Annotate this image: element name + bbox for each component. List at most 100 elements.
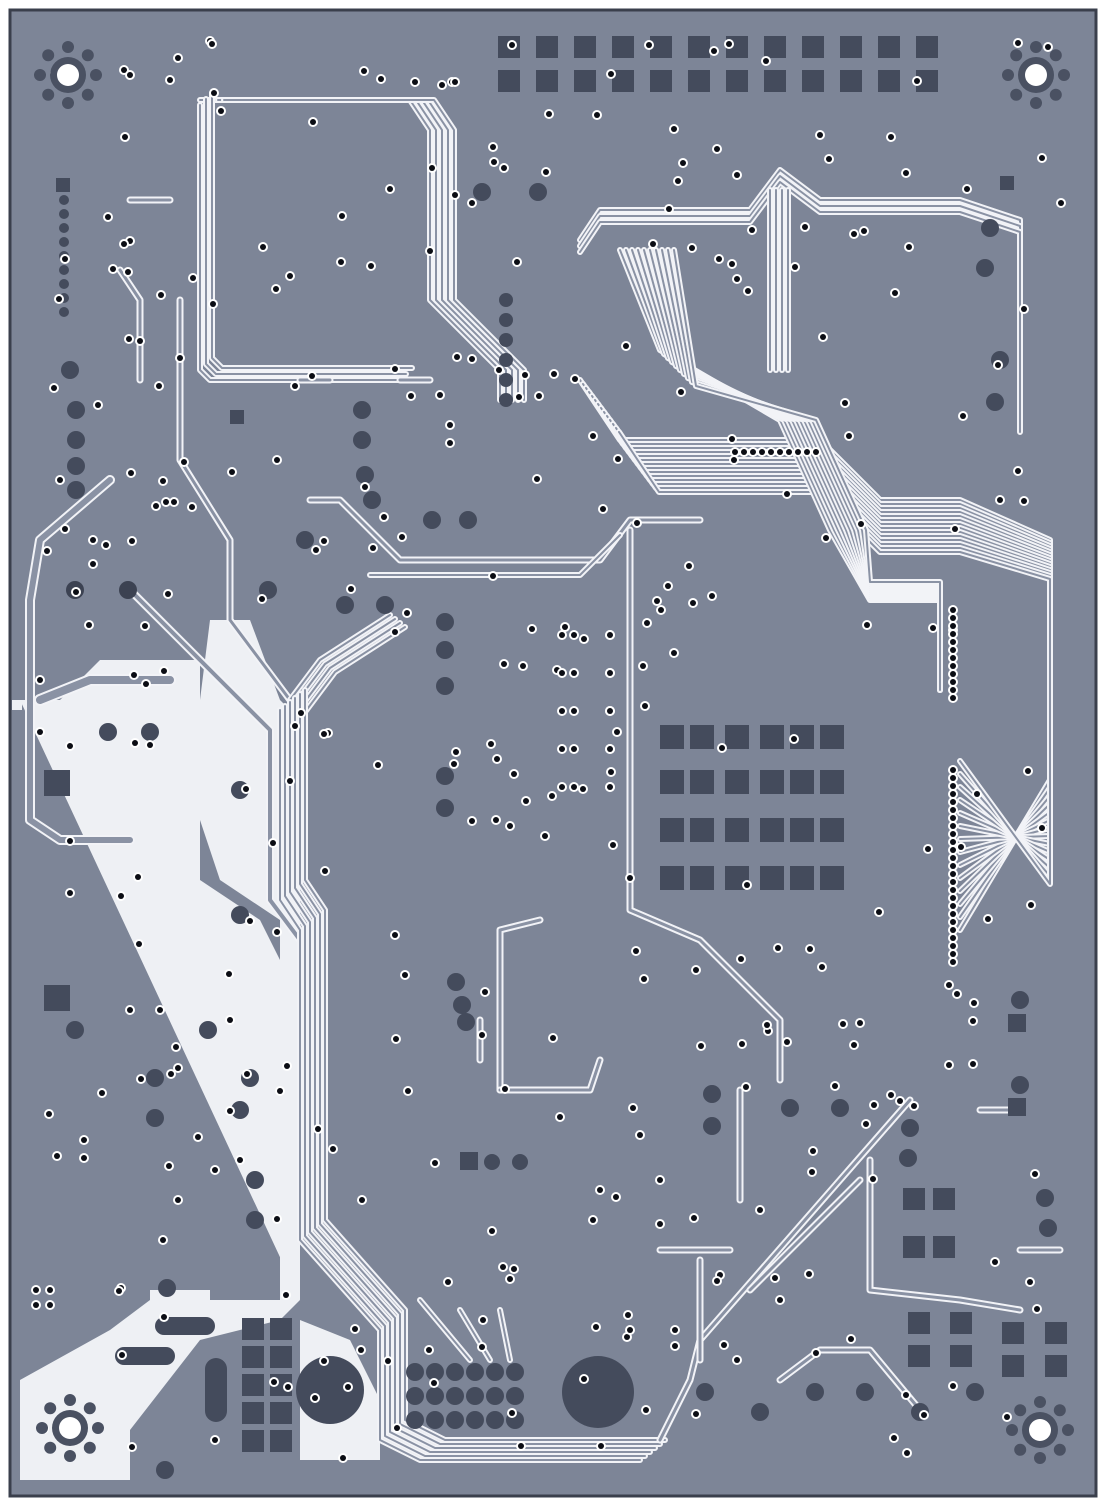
via-hole [950,671,956,677]
via-hole [580,786,586,792]
via-hole [680,160,686,166]
trace-upper-center-2-fill [369,534,621,576]
via-hole [212,1167,218,1173]
via-hole [340,1455,346,1461]
through-hole-pad-icon [246,1171,264,1189]
via-hole [950,895,956,901]
trace-diag-left-fill [128,588,302,942]
via-hole [819,964,825,970]
via-hole [90,561,96,567]
via-hole [950,655,956,661]
via-hole [657,1221,663,1227]
header-pin-icon [446,1387,464,1405]
smd-pad-icon [903,1236,925,1258]
via-hole [274,929,280,935]
via-hole [284,1063,290,1069]
via-hole [650,241,656,247]
via-hole [731,457,737,463]
square-pad-icon [1008,1014,1026,1032]
via-hole [686,563,692,569]
via-hole [864,622,870,628]
via-hole [137,338,143,344]
smd-pad-icon [916,70,938,92]
through-hole-pad-icon [1011,1076,1029,1094]
via-hole [607,784,613,790]
via-hole [502,1086,508,1092]
via-hole [95,402,101,408]
via-hole [210,301,216,307]
header-pin-icon [446,1363,464,1381]
via-hole [950,639,956,645]
via-hole [950,823,956,829]
smd-pad-icon [270,1346,292,1368]
via-hole [903,170,909,176]
via-hole [160,1237,166,1243]
via-hole [1021,306,1027,312]
via-hole [891,1435,897,1441]
via-hole [630,1105,636,1111]
smd-pad-icon [840,70,862,92]
via-hole [129,1444,135,1450]
via-hole [745,288,751,294]
via-hole [244,1071,250,1077]
via-hole [607,708,613,714]
via-hole [623,343,629,349]
via-hole [750,449,756,455]
via-hole [615,456,621,462]
via-hole [119,1352,125,1358]
pad-layer [44,36,1067,1479]
header-pin-icon [499,393,513,407]
via-hole [439,82,445,88]
via-hole [823,535,829,541]
smd-pad-icon [760,818,784,842]
trace-top-right-fill [579,169,1021,421]
trace-top-right-fill [579,181,1021,433]
via-hole [121,67,127,73]
header-pin-icon [499,333,513,347]
via-hole [523,798,529,804]
via-hole [62,526,68,532]
via-hole [734,276,740,282]
smd-pad-icon [242,1374,264,1396]
via-hole [211,90,217,96]
through-hole-pad-icon [363,491,381,509]
via-hole [177,355,183,361]
through-hole-pad-icon [436,799,454,817]
trace-conn-b-fill [459,1309,491,1361]
via-hole [672,1343,678,1349]
via-hole [81,1137,87,1143]
through-hole-pad-icon [529,183,547,201]
via-hole [571,746,577,752]
smd-pad-icon [908,1345,930,1367]
header-pin-icon [486,1387,504,1405]
via-hole [906,244,912,250]
via-hole [1034,1306,1040,1312]
via-hole [189,504,195,510]
via-hole [1027,1279,1033,1285]
via-hole [640,663,646,669]
copper-pour-center-column [200,620,380,1460]
via-hole [482,989,488,995]
via-hole [338,259,344,265]
via-hole [67,743,73,749]
via-hole [518,1443,524,1449]
trace-center-bus-fill [294,697,656,1449]
via-hole [729,261,735,267]
via-hole [212,1437,218,1443]
via-hole [370,545,376,551]
via-hole [480,1317,486,1323]
via-hole [385,1358,391,1364]
via-hole [950,903,956,909]
header-pin-icon [486,1411,504,1429]
via-hole [804,449,810,455]
smd-pad-icon [270,1402,292,1424]
header-pin-icon [59,307,69,317]
mounting-hole-layer [34,41,1074,1464]
via-hole [362,484,368,490]
via-hole [666,206,672,212]
via-hole [625,1312,631,1318]
through-hole-pad-icon [703,1117,721,1135]
via-hole [851,1042,857,1048]
through-hole-pad-icon [67,431,85,449]
header-pin-icon [59,223,69,233]
